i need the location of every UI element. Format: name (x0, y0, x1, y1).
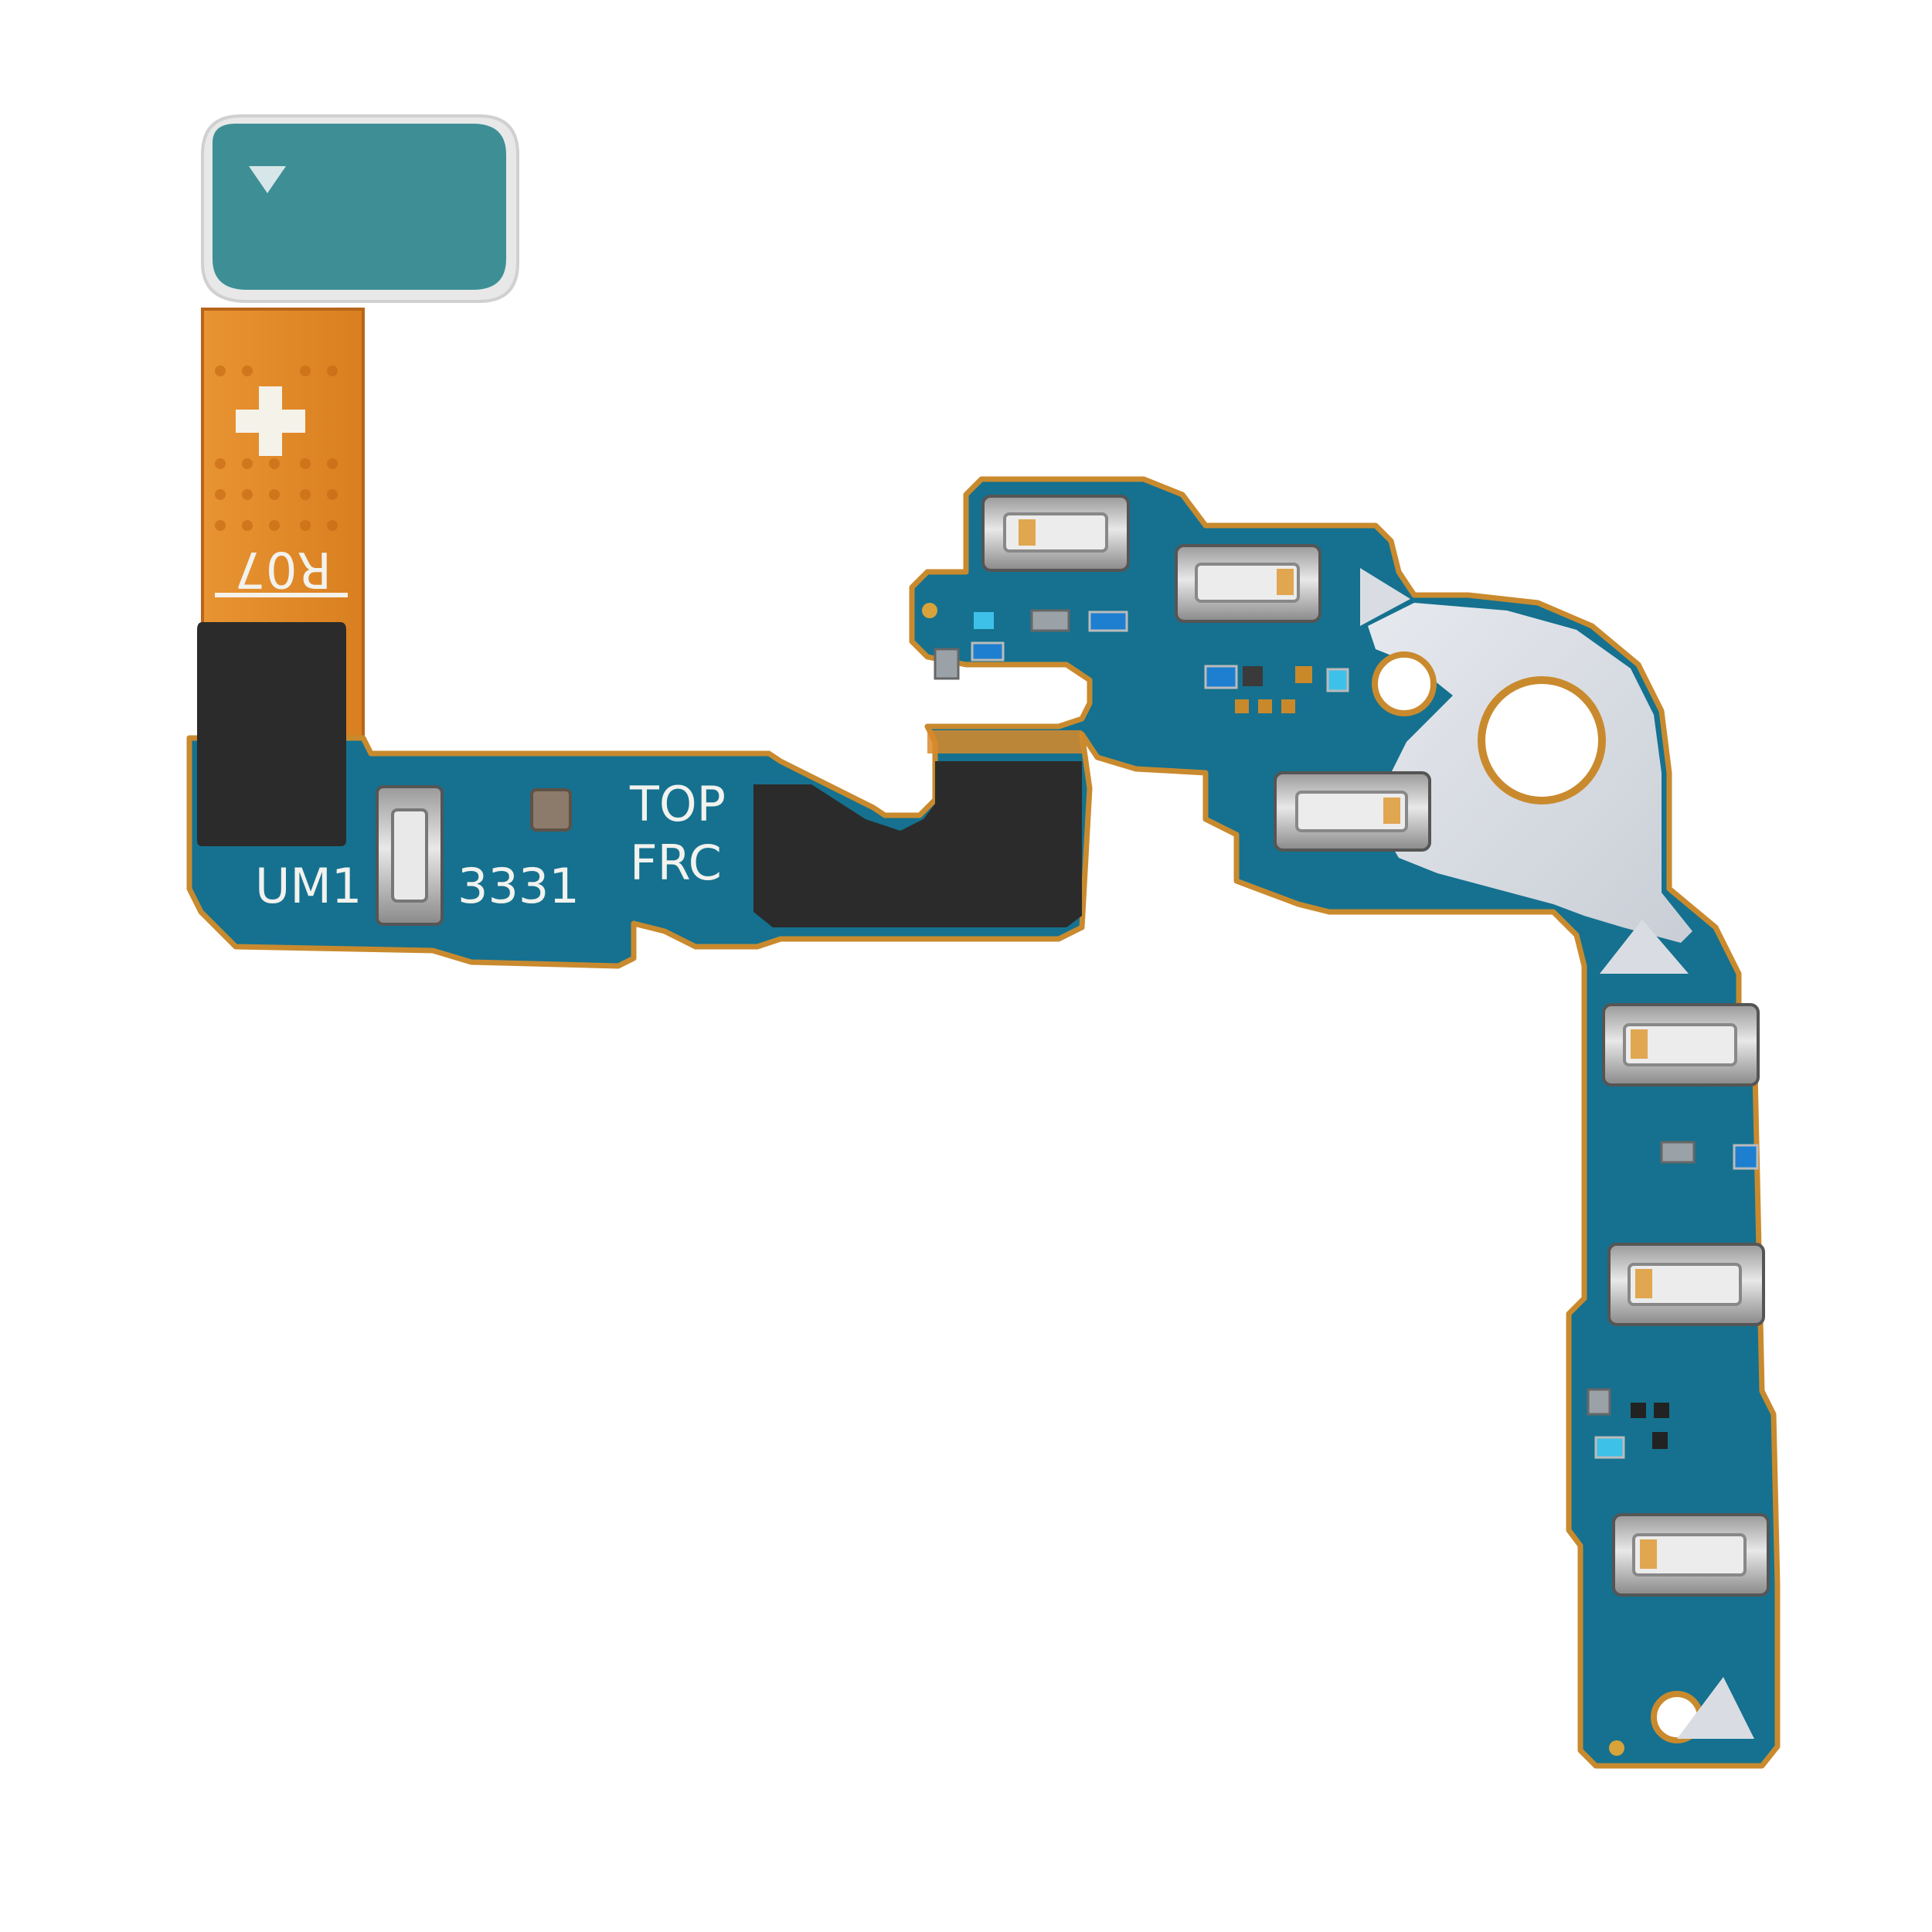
part-number-label: 3331 (457, 858, 580, 914)
top-sensor-pad (201, 114, 519, 303)
mount-hole-small (1372, 651, 1437, 716)
spring-contacts (376, 495, 1770, 1597)
board-id-label: UM1 (255, 858, 362, 914)
contact (981, 495, 1130, 572)
smd-components (530, 603, 1759, 1756)
contact (1175, 544, 1321, 623)
arrow-triangle-icon (1677, 1677, 1754, 1739)
arrow-triangle-icon (1360, 568, 1410, 626)
capacitor (530, 788, 572, 832)
orientation-triangle-icon (249, 166, 286, 193)
mount-hole-large (1478, 676, 1606, 804)
contact (1612, 1513, 1770, 1597)
contact (376, 785, 444, 926)
contact (1607, 1243, 1765, 1326)
side-label-top: TOP (629, 776, 726, 832)
flex-code-label: R07 (234, 540, 332, 597)
foam-pad-left (197, 622, 346, 846)
contact (1274, 771, 1431, 852)
cross-marker-icon (236, 386, 305, 456)
side-label-frc: FRC (630, 835, 722, 891)
arrow-triangle-icon (1600, 920, 1689, 974)
foam-pad-center (753, 761, 1082, 927)
contact (1602, 1003, 1760, 1087)
flex-bridge (927, 730, 1082, 753)
